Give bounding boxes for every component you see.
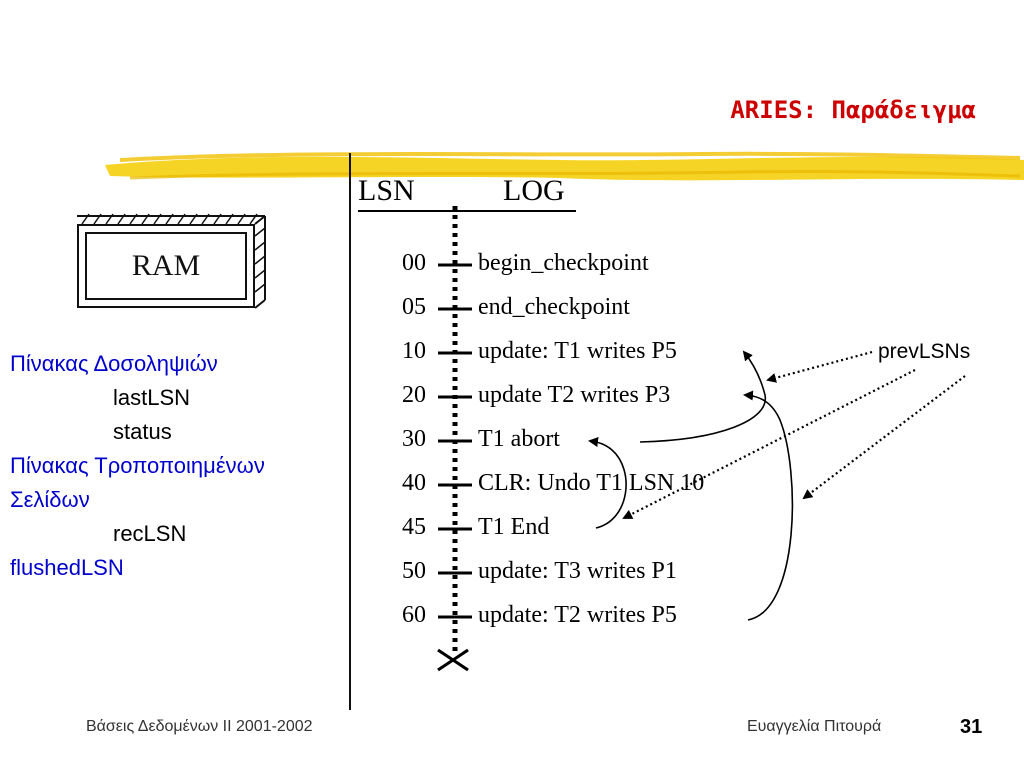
prevlsn-arrows [588, 350, 966, 621]
log-record-50: update: T3 writes P1 [478, 558, 677, 584]
log-record-10: update: T1 writes P5 [478, 338, 677, 364]
log-lsn-50: 50 [402, 558, 426, 584]
footer-course: Βάσεις Δεδομένων ΙΙ 2001-2002 [86, 718, 313, 735]
transaction-table-label: Πίνακας Δοσοληψιών [10, 351, 218, 376]
ram-label: RAM [85, 232, 247, 300]
title-highlight-stroke [105, 151, 1024, 181]
dirty-page-table-label-2: Σελίδων [10, 487, 90, 512]
lsn-column-header: LSN [358, 174, 415, 207]
log-lsn-10: 10 [402, 338, 426, 364]
log-lsn-40: 40 [402, 470, 426, 496]
annotation-arrow-3 [802, 375, 966, 500]
annotation-arrow-1 [766, 350, 873, 383]
arrow-60-to-20 [743, 390, 794, 621]
log-timeline [437, 206, 472, 672]
log-lsn-60: 60 [402, 602, 426, 628]
log-record-45: T1 End [478, 514, 550, 540]
footer-author: Ευαγγελία Πιτουρά [747, 718, 882, 735]
log-record-40: CLR: Undo T1 LSN 10 [478, 470, 705, 496]
flushed-lsn-label: flushedLSN [10, 555, 124, 580]
prevlsns-label: prevLSNs [878, 340, 971, 363]
ram-box: RAM [77, 224, 255, 308]
last-lsn-label: lastLSN [113, 385, 191, 410]
log-lsn-20: 20 [402, 382, 426, 408]
log-lsn-45: 45 [402, 514, 426, 540]
log-record-05: end_checkpoint [478, 294, 630, 320]
log-record-30: T1 abort [478, 426, 560, 452]
log-record-60: update: T2 writes P5 [478, 602, 677, 628]
log-lsn-05: 05 [402, 294, 426, 320]
arrow-30-to-10 [639, 350, 766, 443]
ram-hatching [77, 213, 266, 309]
log-record-00: begin_checkpoint [478, 250, 649, 276]
annotation-arrow-2 [622, 369, 916, 519]
arrow-45-to-30 [588, 437, 627, 529]
log-lsn-30: 30 [402, 426, 426, 452]
dirty-page-table-label: Πίνακας Τροποποιημένων [10, 453, 265, 478]
log-column-header: LOG [503, 174, 565, 207]
log-lsn-00: 00 [402, 250, 426, 276]
log-record-20: update T2 writes P3 [478, 382, 671, 408]
rec-lsn-label: recLSN [113, 521, 187, 546]
header-underline [358, 210, 576, 212]
status-label: status [113, 419, 172, 444]
divider-line [349, 153, 351, 710]
page-number: 31 [960, 716, 983, 738]
slide-title: ARIES: Παράδειγμα [730, 96, 976, 124]
